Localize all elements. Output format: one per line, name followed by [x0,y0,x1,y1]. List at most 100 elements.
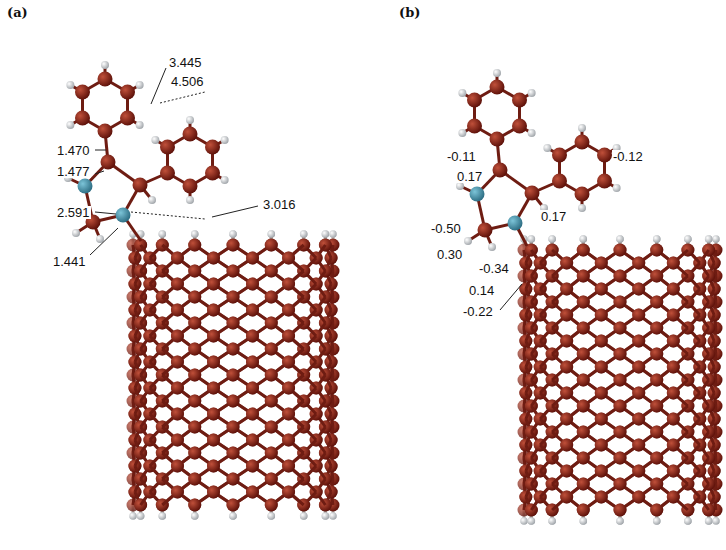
carbon-atom [650,504,663,517]
hydrogen-atom [528,517,536,525]
carbon-atom [246,382,259,395]
hydrogen-atom [528,235,536,243]
carbon-atom [207,278,220,291]
carbon-atom [282,278,295,291]
carbon-atom [614,426,627,439]
carbon-atom [650,244,663,257]
hydrogen-atom [329,512,337,520]
carbon-atom [265,239,278,252]
nanotube [518,235,723,525]
hydrogen-atom [158,512,166,520]
hydrogen-atom [300,230,308,238]
carbon-atom [207,408,220,421]
carbon-atom [246,460,259,473]
carbon-atom [560,283,573,296]
carbon-atom [667,413,680,426]
carbon-atom [171,408,184,421]
carbon-atom [227,499,240,512]
carbon-atom [171,278,184,291]
carbon-atom [560,257,573,270]
carbon-atom [227,265,240,278]
carbon-atom [227,265,240,278]
carbon-atom [265,239,278,252]
carbon-atom [577,296,590,309]
hydrogen-atom [579,517,587,525]
carbon-atom [227,369,240,382]
carbon-atom [227,499,240,512]
carbon-atom [246,252,259,265]
carbon-atom [282,330,295,343]
carbon-atom [577,426,590,439]
carbon-atom [577,400,590,413]
carbon-atom [650,374,663,387]
carbon-atom [246,330,259,343]
carbon-atom [595,335,608,348]
hydrogen-atom [712,235,720,243]
carbon-atom [207,304,220,317]
carbon-atom [265,343,278,356]
hydrogen-atom [548,235,556,243]
carbon-atom [246,304,259,317]
hydrogen-atom [322,230,330,238]
carbon-atom [667,257,680,270]
carbon-atom [614,452,627,465]
hydrogen-atom [528,235,536,243]
carbon-atom [265,447,278,460]
carbon-atom [246,278,259,291]
hydrogen-atom [548,517,556,525]
carbon-atom [614,270,627,283]
carbon-atom [632,439,645,452]
carbon-atom [577,244,590,257]
carbon-atom [632,309,645,322]
carbon-atom [227,239,240,252]
carbon-atom [246,356,259,369]
carbon-atom [227,395,240,408]
carbon-atom [207,434,220,447]
carbon-atom [282,408,295,421]
carbon-atom [595,257,608,270]
hydrogen-atom [684,235,692,243]
hydrogen-atom [267,230,275,238]
carbon-atom [667,257,680,270]
carbon-atom [560,413,573,426]
carbon-atom [207,252,220,265]
carbon-atom [227,421,240,434]
carbon-atom [577,296,590,309]
carbon-atom [577,244,590,257]
carbon-atom [188,291,201,304]
carbon-atom [595,309,608,322]
carbon-atom [595,361,608,374]
carbon-atom [667,491,680,504]
carbon-atom [577,452,590,465]
carbon-atom [265,265,278,278]
hydrogen-atom [300,512,308,520]
carbon-atom [227,395,240,408]
carbon-atom [595,439,608,452]
carbon-atom [614,348,627,361]
hydrogen-atom [229,512,237,520]
carbon-atom [171,434,184,447]
carbon-atom [246,460,259,473]
carbon-atom [560,309,573,322]
hydrogen-atom [322,512,330,520]
carbon-atom [265,473,278,486]
carbon-atom [632,335,645,348]
carbon-atom [188,499,201,512]
carbon-atom [650,270,663,283]
carbon-atom [632,283,645,296]
carbon-atom [282,356,295,369]
carbon-atom [667,361,680,374]
carbon-atom [171,486,184,499]
hydrogen-atom [267,512,275,520]
carbon-atom [188,447,201,460]
carbon-atom [560,309,573,322]
carbon-atom [207,356,220,369]
carbon-atom [614,478,627,491]
carbon-atom [282,460,295,473]
carbon-atom [227,369,240,382]
carbon-atom [282,460,295,473]
carbon-atom [227,239,240,252]
carbon-atom [188,395,201,408]
carbon-atom [265,291,278,304]
